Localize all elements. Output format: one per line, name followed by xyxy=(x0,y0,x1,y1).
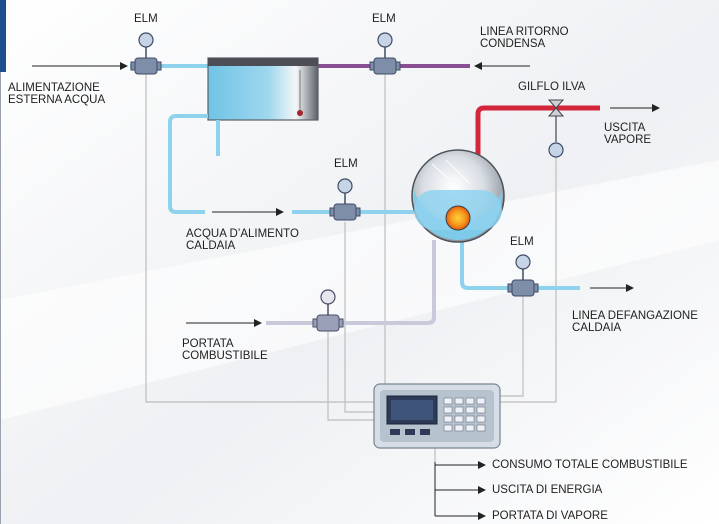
elm-label-4: ELM xyxy=(510,236,534,248)
elm-label-2: ELM xyxy=(372,13,396,25)
blowdown-pipe xyxy=(460,240,634,292)
steam-pipe xyxy=(475,104,660,166)
elm-label-1: ELM xyxy=(134,13,158,25)
gilflo-meter xyxy=(547,99,565,158)
gilflo-label: GILFLO ILVA xyxy=(518,81,586,93)
elm-meter-3 xyxy=(329,178,361,221)
left-accent-bar xyxy=(0,0,6,72)
output-energy: USCITA DI ENERGIA xyxy=(492,484,603,496)
feed-tank xyxy=(207,57,319,156)
output-arrows xyxy=(434,461,486,520)
elm-meter-2 xyxy=(369,32,401,75)
fuel-pipe xyxy=(186,240,436,327)
flow-computer xyxy=(373,383,501,449)
boiler xyxy=(411,149,505,243)
fuel-meter xyxy=(312,289,344,332)
output-fuel-consumption: CONSUMO TOTALE COMBUSTIBILE xyxy=(492,459,688,471)
elm-label-3: ELM xyxy=(334,158,358,170)
elm-meter-4 xyxy=(507,254,539,297)
output-steam-flow: PORTATA DI VAPORE xyxy=(492,510,608,522)
elm-meter-1 xyxy=(130,32,162,75)
